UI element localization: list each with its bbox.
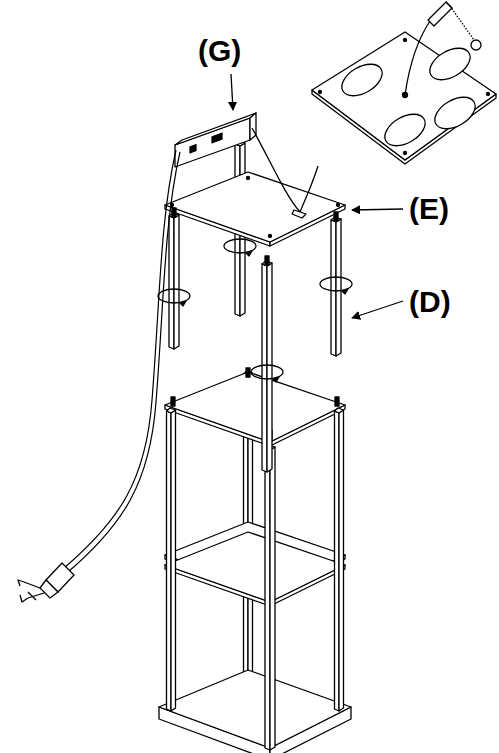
post xyxy=(174,215,179,349)
part-label: (G) xyxy=(198,36,241,66)
switch xyxy=(190,145,196,153)
dowel-peg xyxy=(335,397,339,406)
outlet xyxy=(212,133,222,143)
post xyxy=(336,219,341,356)
wire xyxy=(252,128,318,218)
part-label: (D) xyxy=(409,287,451,317)
dowel-peg xyxy=(334,212,338,221)
leg xyxy=(167,408,176,413)
leg xyxy=(270,447,275,750)
leader-arrow xyxy=(231,74,403,318)
switch-box xyxy=(175,113,256,145)
rotate-arrow xyxy=(273,377,279,382)
lower-tower xyxy=(159,368,351,753)
upper-section xyxy=(158,113,352,472)
leg xyxy=(339,410,344,711)
switch-box xyxy=(175,118,250,167)
dowel-peg xyxy=(172,208,176,217)
lamp-socket xyxy=(405,2,481,95)
dowel-peg xyxy=(265,256,269,265)
leg xyxy=(171,410,176,711)
base xyxy=(159,670,351,748)
hole xyxy=(247,177,250,180)
top-panel xyxy=(165,172,345,242)
post xyxy=(267,263,272,472)
plug xyxy=(18,563,74,602)
post xyxy=(262,264,267,472)
dowel-peg xyxy=(246,368,250,377)
leg xyxy=(335,411,340,711)
power-cord xyxy=(64,150,180,572)
leg xyxy=(265,448,270,750)
part-label: (E) xyxy=(409,194,449,224)
hole xyxy=(269,235,272,238)
hole xyxy=(337,204,340,207)
shelf xyxy=(165,372,345,442)
leg xyxy=(167,411,172,711)
shelf xyxy=(165,532,345,602)
rotate-arrow xyxy=(246,251,252,256)
post xyxy=(169,216,174,349)
rotate-arrow xyxy=(342,289,348,294)
post xyxy=(331,220,336,356)
rotate-arrow xyxy=(180,301,186,306)
switch-box xyxy=(250,113,256,140)
leg xyxy=(335,408,344,413)
dowel-peg xyxy=(171,397,175,406)
top-plate xyxy=(312,32,496,164)
